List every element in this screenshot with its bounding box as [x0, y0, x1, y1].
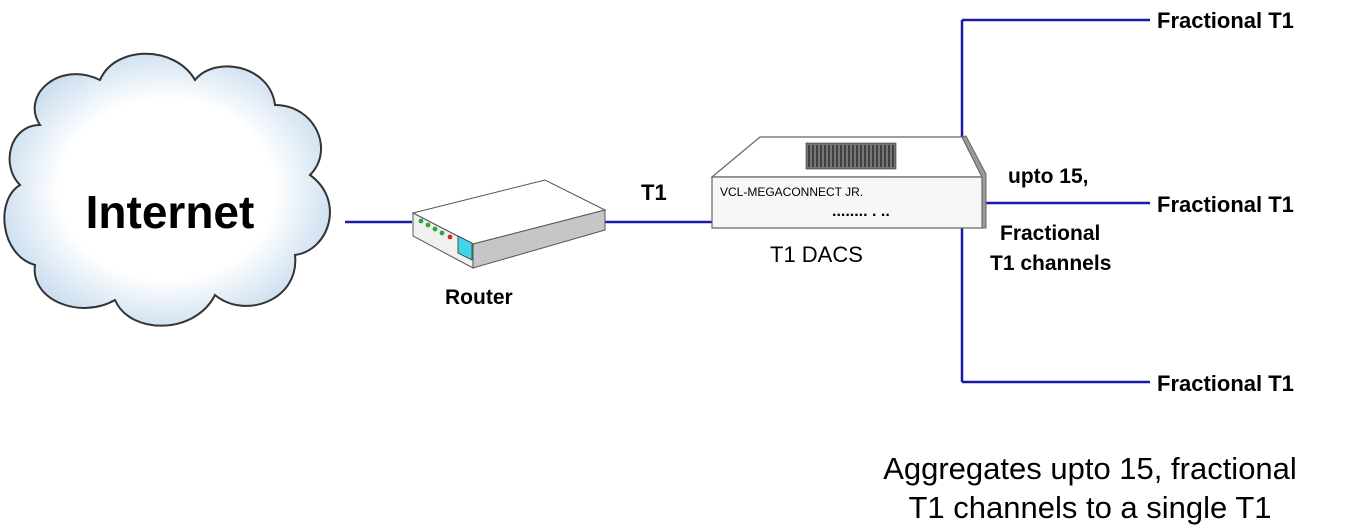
dacs-faceplate-dots: ........ . ..	[832, 203, 890, 220]
output-labels: Fractional T1 Fractional T1 Fractional T…	[1157, 8, 1294, 396]
router-label: Router	[445, 286, 513, 309]
output-middle-label: Fractional T1	[1157, 192, 1294, 217]
cloud-shape	[3, 52, 331, 327]
router-led-green-2	[425, 222, 431, 228]
router-led-green-3	[432, 226, 438, 232]
channels-note-line3: T1 channels	[990, 252, 1111, 275]
internet-cloud: Internet	[3, 52, 331, 327]
output-bottom-label: Fractional T1	[1157, 371, 1294, 396]
router-side-face	[472, 209, 606, 269]
dacs-faceplate-text: VCL-MEGACONNECT JR.	[720, 185, 863, 199]
router-screen	[457, 235, 473, 261]
dacs-vent-slots	[808, 145, 894, 167]
channels-note: upto 15, Fractional T1 channels	[990, 165, 1111, 275]
caption-line2: T1 channels to a single T1	[908, 490, 1271, 525]
router-led-green-4	[439, 230, 445, 236]
caption-line1: Aggregates upto 15, fractional	[883, 451, 1297, 486]
internet-label: Internet	[86, 186, 255, 238]
dacs-vent-grille	[805, 142, 897, 170]
channels-note-line2: Fractional	[1000, 222, 1100, 245]
t1-link-label: T1	[641, 180, 667, 205]
dacs-label: T1 DACS	[770, 242, 863, 267]
channels-note-line1: upto 15,	[1008, 165, 1089, 188]
dacs-side-face	[961, 135, 987, 229]
dacs-device: VCL-MEGACONNECT JR. ........ . .. T1 DAC…	[710, 135, 987, 267]
output-top-label: Fractional T1	[1157, 8, 1294, 33]
router-device: Router	[411, 179, 607, 309]
router-led-red	[447, 234, 453, 240]
router-led-green-1	[418, 218, 424, 224]
caption: Aggregates upto 15, fractional T1 channe…	[883, 451, 1297, 525]
